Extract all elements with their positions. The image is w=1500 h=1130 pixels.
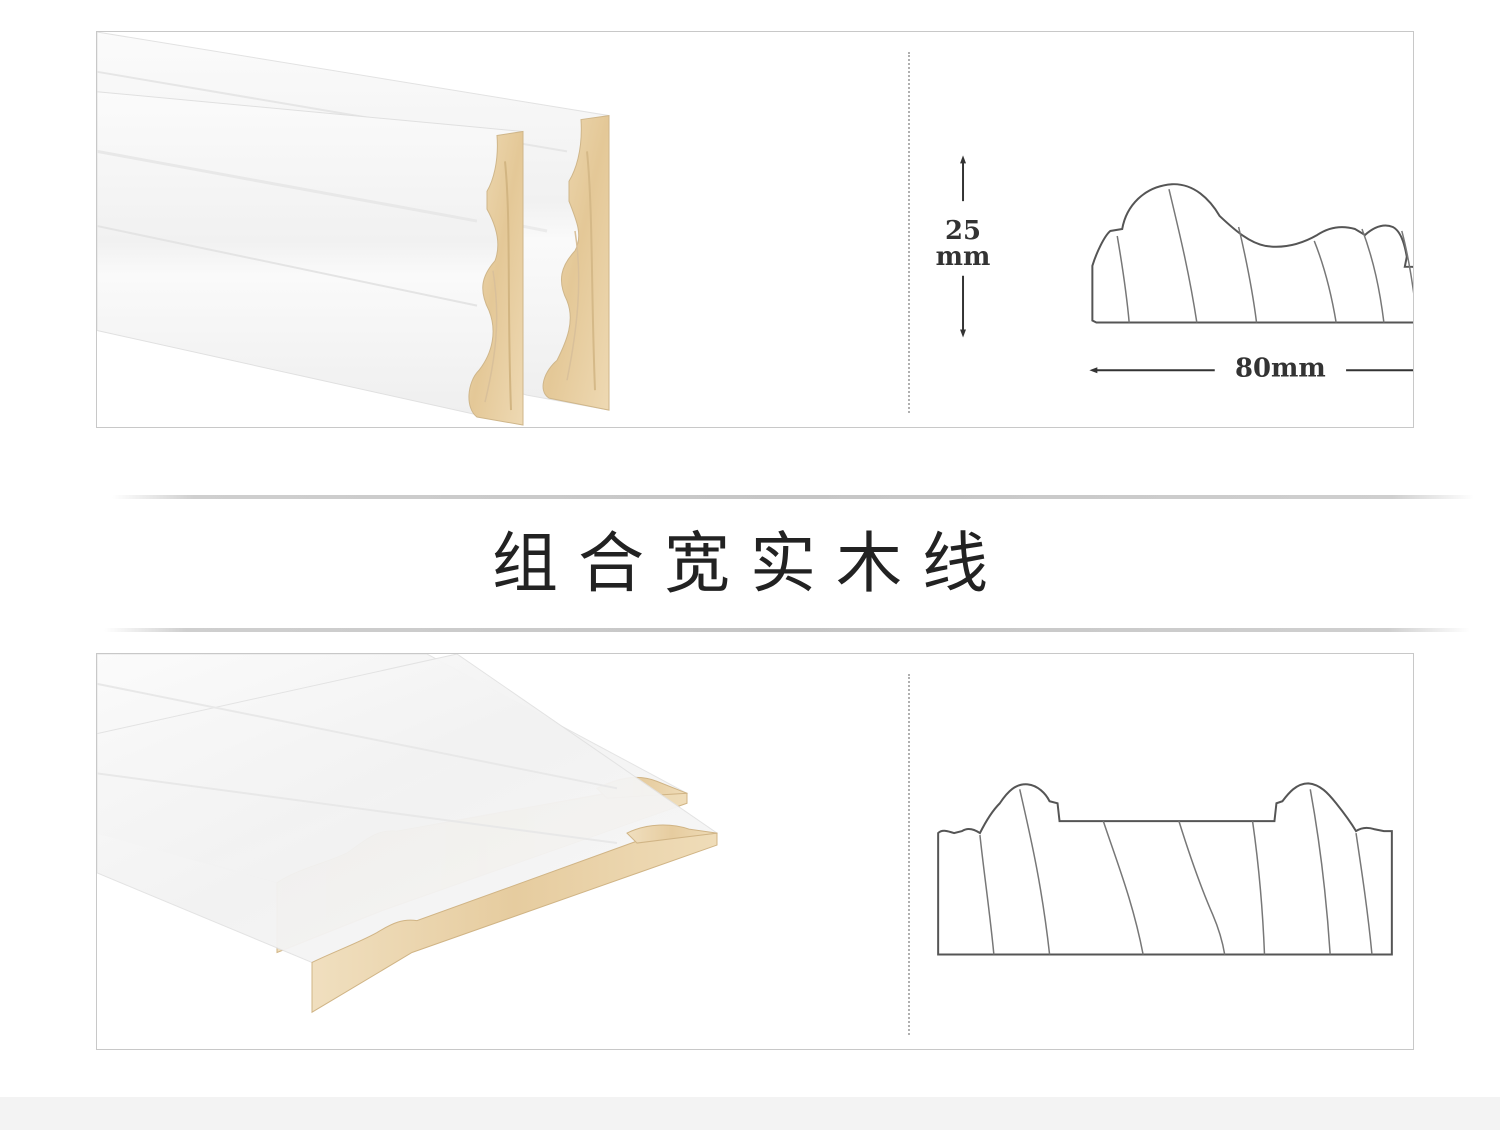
height-unit: mm — [936, 242, 991, 272]
section-title: 组合宽实木线 — [492, 525, 1008, 602]
profile-drawing-top: 25 mm 80mm — [936, 155, 1413, 383]
header-rule-bottom — [104, 628, 1470, 632]
width-label: 80mm — [1235, 353, 1326, 383]
height-value: 25 — [945, 216, 981, 246]
panel-divider — [908, 674, 910, 1035]
profile-drawing-bottom — [937, 782, 1393, 956]
product-panel-top: 25 mm 80mm — [96, 31, 1414, 428]
header-rule-top — [112, 495, 1474, 499]
product-panel-bottom — [96, 653, 1414, 1050]
moulding-photo-bottom — [97, 654, 719, 1014]
moulding-photo-top — [97, 32, 610, 426]
panel-divider — [908, 52, 910, 413]
footer-band — [0, 1097, 1500, 1130]
